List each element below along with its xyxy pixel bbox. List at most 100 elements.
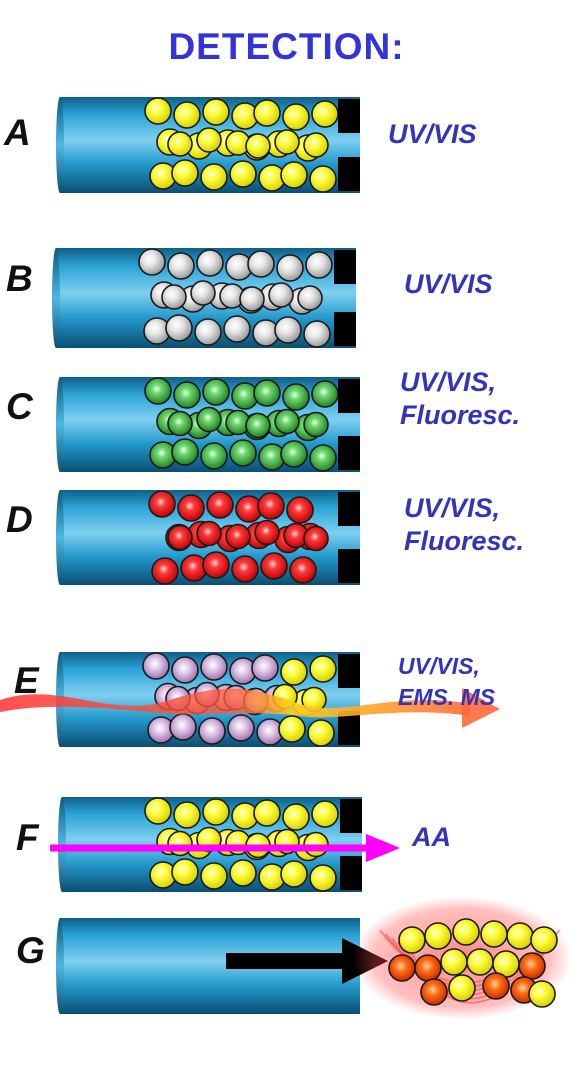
column-end-cap bbox=[52, 248, 60, 348]
particle bbox=[202, 98, 230, 126]
particle bbox=[506, 922, 534, 950]
particle bbox=[282, 103, 310, 131]
particle bbox=[388, 954, 416, 982]
column-c bbox=[56, 377, 360, 472]
detection-method: UV/VIS, bbox=[400, 367, 497, 397]
particle bbox=[231, 555, 259, 583]
particle bbox=[530, 926, 558, 954]
row-label-f: F bbox=[16, 817, 39, 858]
particle bbox=[398, 926, 426, 954]
particle bbox=[420, 978, 448, 1006]
particle bbox=[245, 133, 271, 159]
particle bbox=[297, 285, 323, 311]
particle bbox=[200, 862, 228, 890]
detection-label-c: UV/VIS,Fluoresc. bbox=[400, 366, 520, 432]
particle bbox=[303, 411, 329, 438]
frit-top bbox=[340, 799, 362, 833]
particle bbox=[194, 318, 222, 346]
detection-method: UV/VIS bbox=[388, 119, 477, 149]
column-end-cap bbox=[56, 490, 64, 585]
particle bbox=[229, 859, 257, 887]
detection-method: Fluoresc. bbox=[400, 400, 521, 430]
particle bbox=[303, 525, 329, 552]
row-label-a: A bbox=[4, 112, 31, 153]
particle bbox=[229, 439, 257, 467]
particle bbox=[138, 248, 166, 276]
particle bbox=[239, 286, 265, 312]
aa-beam-arrowhead bbox=[366, 834, 400, 862]
particle bbox=[227, 714, 255, 742]
particle bbox=[311, 100, 339, 128]
particle bbox=[171, 858, 199, 886]
row-label-b: B bbox=[6, 258, 33, 299]
row-label-e: E bbox=[14, 660, 39, 701]
frit-bottom bbox=[338, 157, 360, 191]
column-end-cap bbox=[56, 918, 64, 1014]
particle bbox=[309, 165, 337, 193]
detection-method: EMS. MS bbox=[398, 684, 496, 710]
particle bbox=[144, 97, 172, 125]
detection-label-a: UV/VIS bbox=[388, 118, 477, 151]
particle bbox=[311, 800, 339, 828]
particle bbox=[200, 653, 228, 681]
row-label-c: C bbox=[6, 386, 33, 427]
frit-top bbox=[334, 250, 356, 284]
particle bbox=[274, 408, 300, 435]
particle bbox=[528, 980, 556, 1008]
particle bbox=[289, 556, 317, 584]
frit-top bbox=[338, 99, 360, 133]
particle bbox=[305, 251, 333, 279]
detection-label-b: UV/VIS bbox=[404, 268, 493, 301]
particle bbox=[196, 249, 224, 277]
column-end-cap bbox=[56, 97, 64, 193]
particle bbox=[142, 652, 170, 680]
particle bbox=[274, 316, 302, 344]
extruded-particle-cluster bbox=[352, 896, 572, 1020]
particle bbox=[452, 918, 480, 946]
particle bbox=[161, 284, 187, 310]
particle bbox=[171, 159, 199, 187]
particle bbox=[167, 252, 195, 280]
particle bbox=[200, 163, 228, 191]
particle bbox=[309, 444, 337, 472]
particle bbox=[253, 99, 281, 127]
particle bbox=[280, 860, 308, 888]
particle bbox=[225, 523, 251, 550]
frit-top bbox=[338, 492, 360, 526]
frit-bottom bbox=[338, 549, 360, 583]
column-end-cap bbox=[56, 377, 64, 472]
frit-bottom bbox=[338, 711, 360, 745]
particle bbox=[202, 378, 230, 406]
particle bbox=[311, 380, 339, 408]
title: DETECTION: bbox=[168, 26, 405, 67]
particle bbox=[309, 864, 337, 892]
particle bbox=[190, 280, 216, 306]
particle bbox=[196, 127, 222, 153]
frit-bottom bbox=[334, 312, 356, 346]
particle bbox=[202, 798, 230, 826]
push-arrow bbox=[226, 953, 346, 969]
particle bbox=[171, 438, 199, 466]
particle bbox=[309, 655, 337, 683]
particle bbox=[278, 715, 306, 743]
particle bbox=[280, 658, 308, 686]
particle bbox=[169, 713, 197, 741]
excitation-beam-arrowhead bbox=[462, 688, 500, 728]
particle bbox=[144, 377, 172, 405]
detection-method: UV/VIS bbox=[404, 269, 493, 299]
column-d bbox=[56, 490, 360, 585]
frit-top bbox=[338, 654, 360, 688]
particle bbox=[167, 830, 193, 857]
frit-bottom bbox=[338, 436, 360, 470]
particle bbox=[274, 129, 300, 155]
particle bbox=[280, 440, 308, 468]
detection-label-d: UV/VIS,Fluoresc. bbox=[404, 492, 524, 558]
particle bbox=[253, 799, 281, 827]
detection-label-e: UV/VIS,EMS. MS bbox=[398, 651, 495, 713]
column-b bbox=[52, 248, 356, 348]
particle bbox=[173, 381, 201, 409]
frit-top bbox=[338, 379, 360, 413]
particle bbox=[282, 383, 310, 411]
particle bbox=[518, 952, 546, 980]
particle bbox=[196, 406, 222, 433]
